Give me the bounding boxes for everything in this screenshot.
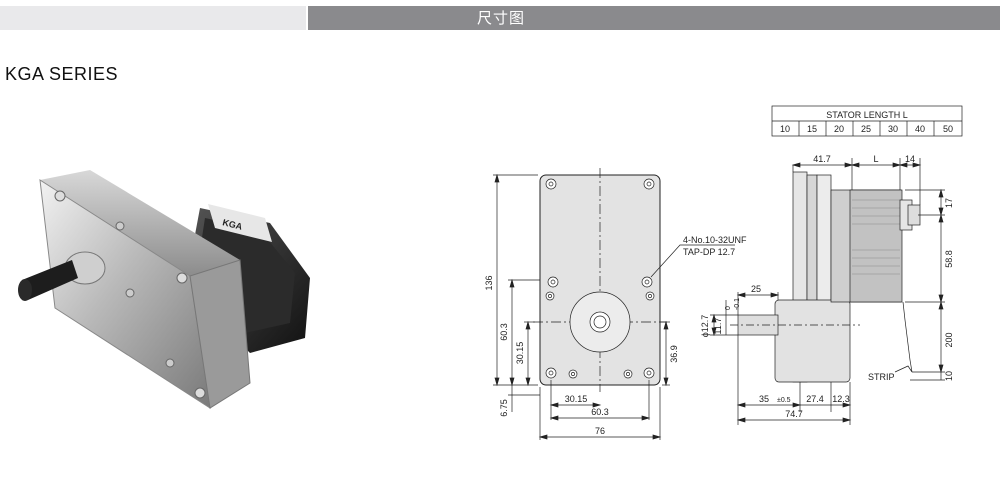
- dim-76: 76: [595, 426, 605, 436]
- dim-17: 17: [944, 198, 954, 208]
- dim-74-7: 74.7: [785, 409, 803, 419]
- dim-60-3-bottom: 60.3: [591, 407, 609, 417]
- front-view: [493, 168, 735, 440]
- stator-value: 30: [888, 124, 898, 134]
- screw-icon: [125, 288, 135, 298]
- dim-12-3: 12.3: [832, 394, 850, 404]
- output-shaft: [22, 260, 78, 300]
- dim-25: 25: [751, 284, 761, 294]
- technical-drawing: STATOR LENGTH L 10 15 20 25 30 40 50 136…: [484, 105, 963, 440]
- dim-6-75: 6.75: [499, 399, 509, 417]
- stator-value: 20: [834, 124, 844, 134]
- screw-icon: [115, 221, 125, 231]
- stator-value: 15: [807, 124, 817, 134]
- dim-200: 200: [944, 332, 954, 347]
- dim-11-7-tol-bottom: -0.1: [734, 298, 741, 310]
- header-right-segment: [308, 6, 1000, 30]
- stator-value: 40: [915, 124, 925, 134]
- screw-icon: [194, 387, 206, 399]
- screw-icon: [165, 358, 175, 368]
- dim-35-tol: ±0.5: [777, 397, 791, 404]
- motor-label-text: KGA: [222, 217, 244, 232]
- stator-length-table: [771, 105, 963, 137]
- stator-value: 50: [943, 124, 953, 134]
- dim-14: 14: [905, 154, 915, 164]
- side-view: [710, 158, 945, 425]
- dim-27-4: 27.4: [806, 394, 824, 404]
- dim-41-7: 41.7: [813, 154, 831, 164]
- product-photo: KGA: [18, 170, 310, 410]
- dim-58-8: 58.8: [944, 250, 954, 268]
- screw-icon: [176, 272, 188, 284]
- dim-11-7-tol-top: 0: [725, 306, 732, 310]
- series-title: KGA SERIES: [5, 64, 119, 84]
- dim-12-7: ϕ12.7: [700, 315, 710, 338]
- dim-136: 136: [484, 275, 494, 290]
- gearbox-top-plate: [40, 170, 240, 276]
- header-left-segment: [0, 6, 306, 30]
- stator-table-title: STATOR LENGTH L: [826, 110, 908, 120]
- stator-value: 10: [780, 124, 790, 134]
- dim-30-15-left: 30.15: [515, 342, 525, 365]
- header-title: 尺寸图: [476, 9, 525, 27]
- stator-value: 25: [861, 124, 871, 134]
- screw-note-line-1: 4-No.10-32UNF: [683, 235, 747, 245]
- dim-L: L: [873, 154, 878, 164]
- dim-10: 10: [944, 371, 954, 381]
- dim-35: 35: [759, 394, 769, 404]
- motor-label-plate: [208, 204, 272, 242]
- screw-icon: [54, 190, 66, 202]
- strip-label: STRIP: [868, 372, 895, 382]
- dim-11-7: 11.7: [713, 318, 723, 335]
- front-screws: [545, 178, 655, 379]
- header-bar: 尺寸图: [0, 6, 1000, 30]
- dim-30-15-bottom: 30.15: [565, 394, 588, 404]
- gear-housing: [774, 299, 851, 383]
- dim-60-3-left: 60.3: [499, 323, 509, 341]
- dim-36-9: 36.9: [669, 345, 679, 363]
- screw-note-line-2: TAP-DP 12.7: [683, 247, 735, 257]
